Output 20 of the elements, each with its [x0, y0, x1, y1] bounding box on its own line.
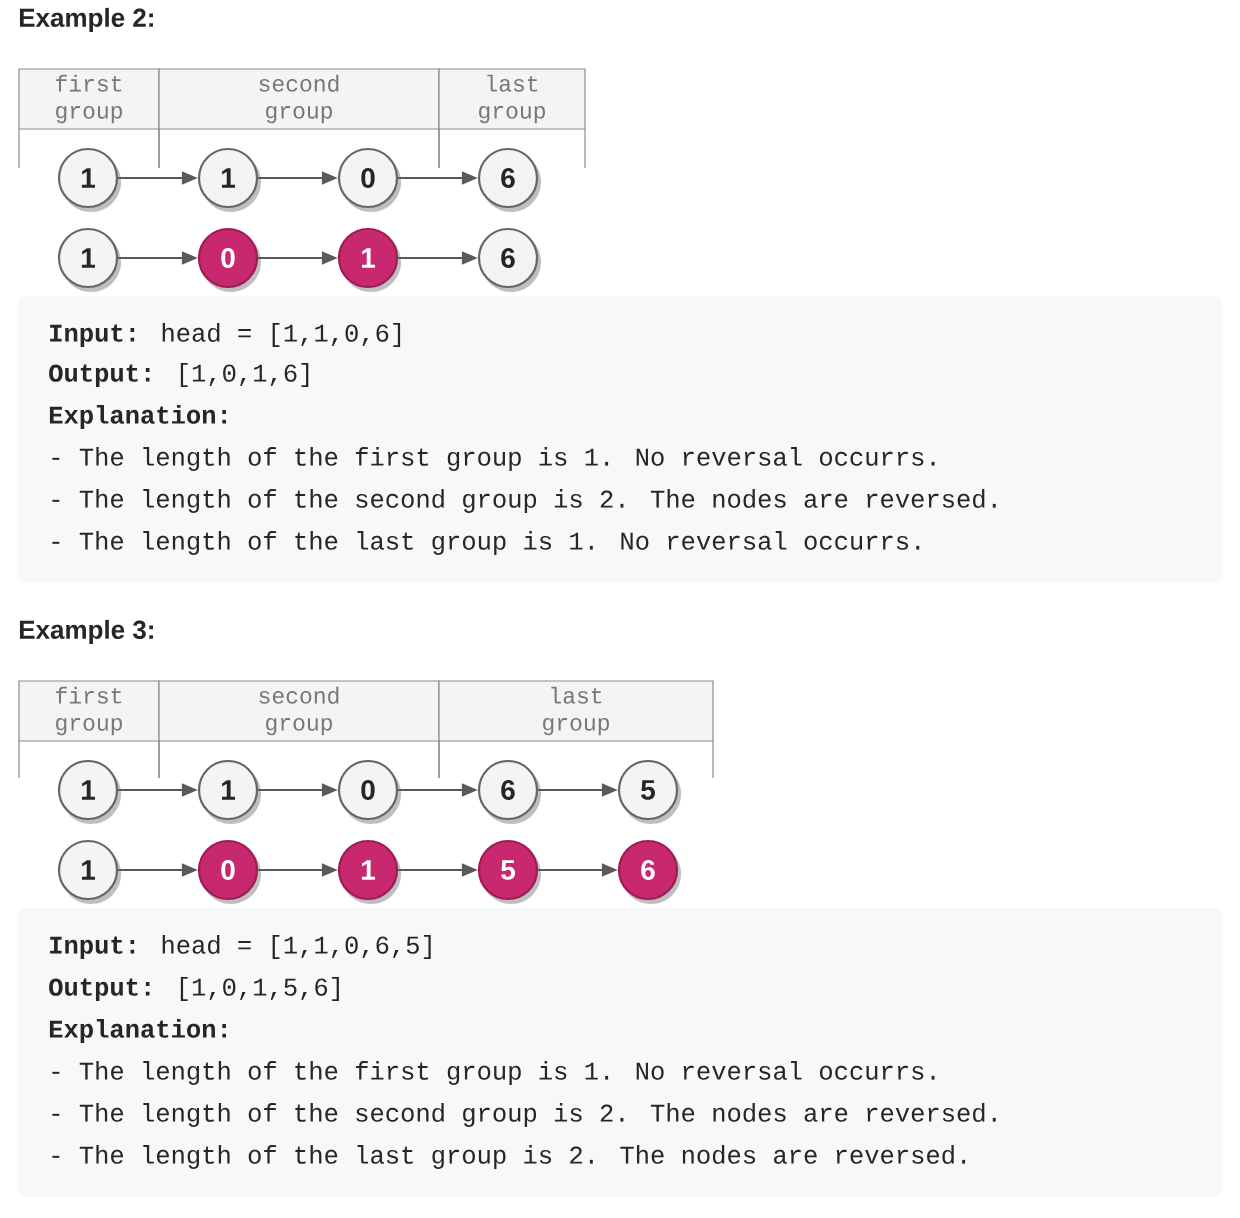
group-header-cell: second group: [158, 68, 440, 130]
group-header-cell: first group: [18, 68, 160, 130]
code-line: - The length of the last group is 2. The nodes are reversed.: [52, 1145, 966, 1169]
group-header-cell: second group: [158, 680, 440, 742]
explanation-heading: Explanation:: [49, 405, 226, 429]
example-heading: Example 2:: [19, 7, 153, 33]
code-line: Input: head = [1,1,0,6]: [50, 323, 401, 347]
code-line: Output: [1,0,1,5,6]: [49, 977, 339, 1001]
code-line: - The length of the second group is 2. The nodes are reversed.: [52, 1103, 996, 1127]
code-line: - The length of the last group is 1. No reversal occurrs.: [52, 531, 920, 555]
code-line: Input: head = [1,1,0,6,5]: [50, 935, 431, 959]
code-line: - The length of the first group is 1. No reversal occurrs.: [52, 1061, 935, 1085]
explanation-heading: Explanation:: [49, 1019, 226, 1043]
code-line: - The length of the first group is 1. No reversal occurrs.: [52, 447, 935, 471]
group-header-cell: last group: [438, 680, 714, 742]
code-line: - The length of the second group is 2. The nodes are reversed.: [52, 489, 996, 513]
example-heading: Example 3:: [19, 619, 153, 645]
group-header-cell: first group: [18, 680, 160, 742]
code-line: Output: [1,0,1,6]: [49, 363, 309, 387]
group-header-cell: last group: [438, 68, 586, 130]
